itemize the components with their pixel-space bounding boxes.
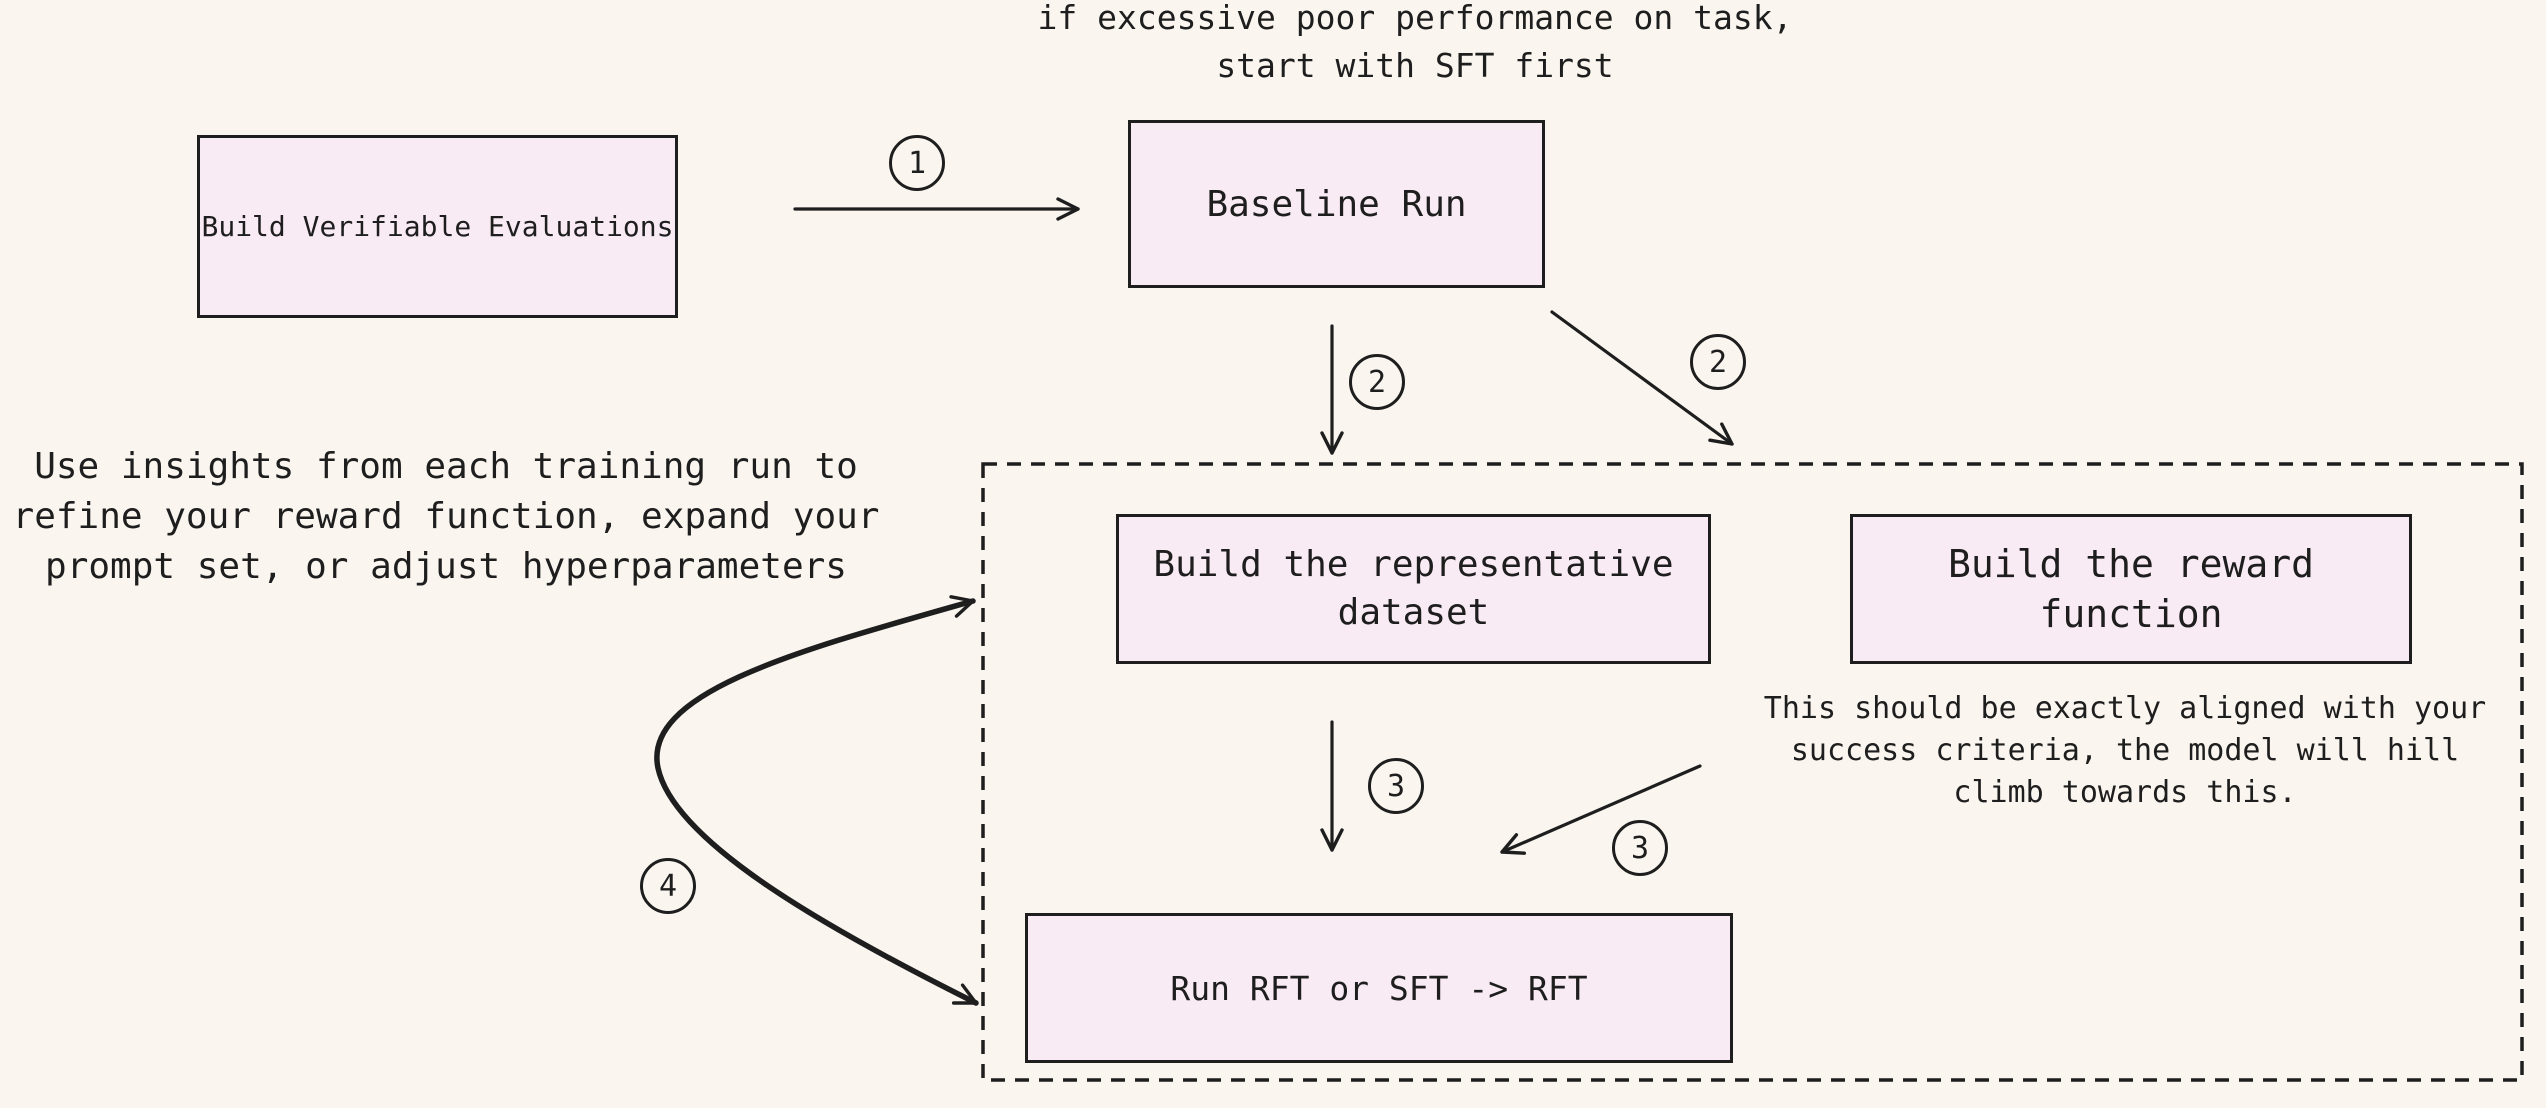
- reward-alignment-line1: This should be exactly aligned with your: [1763, 691, 2487, 726]
- step-badge-2-right: 2: [1690, 334, 1746, 390]
- reward-alignment-annotation: This should be exactly aligned with your…: [1735, 688, 2515, 814]
- reward-alignment-line2: success criteria, the model will hill: [1790, 733, 2460, 768]
- step-badge-2-right-label: 2: [1708, 344, 1728, 380]
- node-build-reward-function-line1: Build the reward: [1947, 542, 2315, 586]
- step-badge-3-left-label: 3: [1386, 768, 1406, 804]
- step-badge-3-left: 3: [1368, 758, 1424, 814]
- node-build-representative-dataset-line1: Build the representative: [1153, 544, 1674, 585]
- top-annotation-line1: if excessive poor performance on task,: [1037, 0, 1793, 37]
- step-badge-2-left: 2: [1349, 354, 1405, 410]
- node-build-representative-dataset-line2: dataset: [1337, 592, 1490, 633]
- insights-annotation: Use insights from each training run to r…: [0, 442, 892, 592]
- step-badge-4-label: 4: [658, 868, 678, 904]
- insights-annotation-line1: Use insights from each training run to: [34, 446, 858, 487]
- step-badge-1-label: 1: [907, 145, 927, 181]
- node-build-reward-function-line2: function: [2039, 592, 2223, 636]
- reward-alignment-line3: climb towards this.: [1953, 775, 2297, 810]
- arrow-step3-right: [1500, 764, 1702, 855]
- node-run-rft-label: Run RFT or SFT -> RFT: [1170, 968, 1588, 1008]
- step-badge-4: 4: [640, 858, 696, 914]
- top-annotation: if excessive poor performance on task, s…: [950, 0, 1880, 90]
- node-build-verifiable-evaluations: Build Verifiable Evaluations: [197, 135, 678, 318]
- step-badge-3-right-label: 3: [1630, 830, 1650, 866]
- node-baseline-run-label: Baseline Run: [1206, 183, 1467, 225]
- node-build-verifiable-evaluations-label: Build Verifiable Evaluations: [201, 210, 674, 243]
- insights-annotation-line2: refine your reward function, expand your: [12, 496, 880, 537]
- node-build-representative-dataset: Build the representative dataset: [1116, 514, 1711, 664]
- arrow-step4-feedback-loop: [654, 595, 979, 1006]
- arrow-step2-right: [1550, 310, 1734, 446]
- node-build-reward-function: Build the reward function: [1850, 514, 2412, 664]
- step-badge-2-left-label: 2: [1367, 364, 1387, 400]
- step-badge-1: 1: [889, 135, 945, 191]
- node-run-rft: Run RFT or SFT -> RFT: [1025, 913, 1733, 1063]
- top-annotation-line2: start with SFT first: [1216, 46, 1614, 85]
- step-badge-3-right: 3: [1612, 820, 1668, 876]
- insights-annotation-line3: prompt set, or adjust hyperparameters: [45, 546, 847, 587]
- dashed-group-border: [981, 462, 2524, 1082]
- node-baseline-run: Baseline Run: [1128, 120, 1545, 288]
